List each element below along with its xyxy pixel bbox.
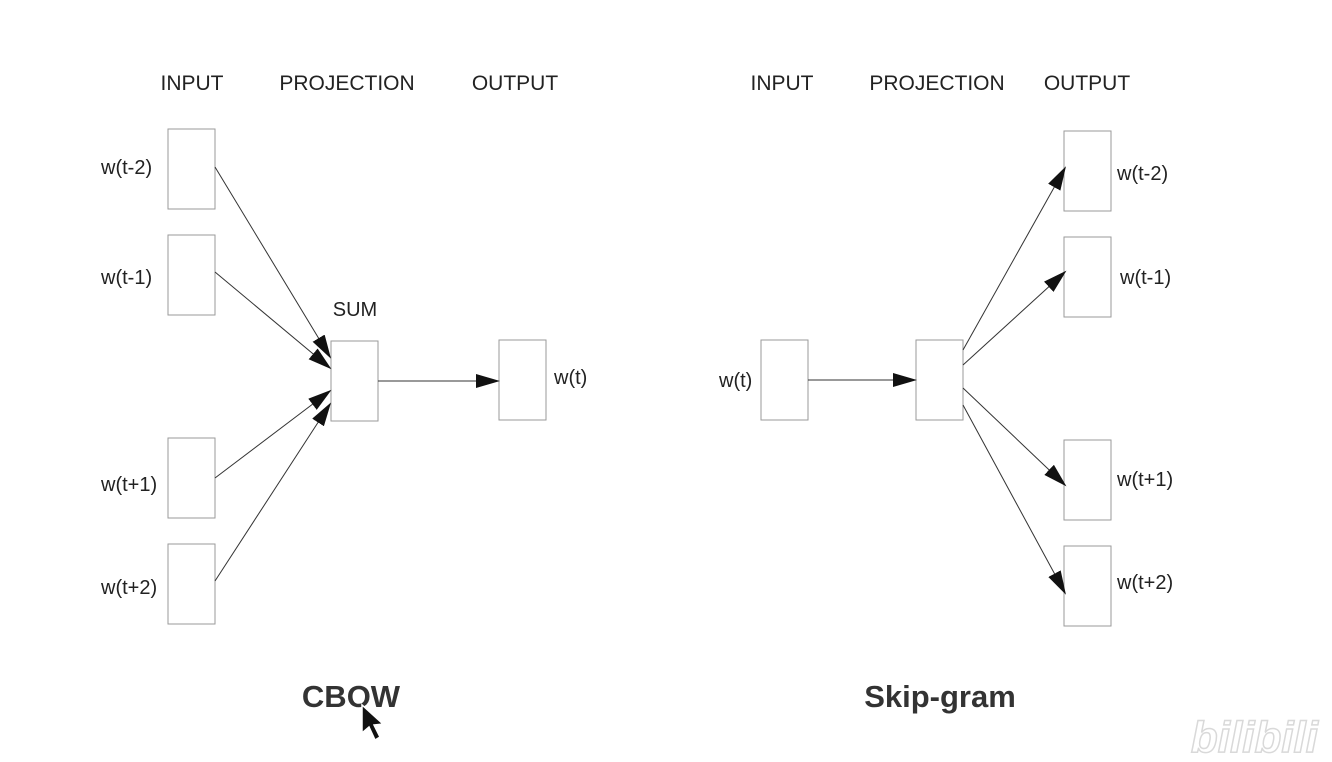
- mouse-pointer-icon: [361, 703, 385, 742]
- cbow-input-box-3: [167, 437, 216, 519]
- cbow-input-box-1: [167, 128, 216, 210]
- skipgram-output-box-3: [1063, 439, 1112, 521]
- skipgram-edge-3: [962, 387, 1067, 487]
- cbow-input-label-1: w(t-2): [100, 157, 152, 179]
- cbow-edge-4: [214, 402, 332, 582]
- skipgram-title: Skip-gram: [864, 679, 1016, 714]
- cbow-input-box-4: [167, 543, 216, 625]
- cbow-output-header: OUTPUT: [472, 72, 559, 95]
- bilibili-watermark: bilibili: [1191, 713, 1319, 762]
- cbow-input-label-2: w(t-1): [100, 267, 152, 289]
- skipgram-output-box-1: [1063, 130, 1112, 212]
- cbow-projection-box: [330, 340, 379, 422]
- cbow-title: CBOW: [302, 679, 401, 714]
- skipgram-edge-2: [962, 270, 1067, 366]
- cbow-input-label-4: w(t+2): [100, 577, 157, 599]
- skipgram-output-box-4: [1063, 545, 1112, 627]
- skipgram-output-label-4: w(t+2): [1116, 572, 1173, 594]
- skipgram-output-label-2: w(t-1): [1119, 267, 1171, 289]
- cbow-input-label-3: w(t+1): [100, 474, 157, 496]
- cbow-input-header: INPUT: [161, 72, 224, 95]
- skipgram-input-label: w(t): [718, 370, 752, 392]
- skipgram-diagram: INPUT PROJECTION OUTPUT w(t) w(t-2) w(t-…: [718, 72, 1173, 714]
- cbow-output-label: w(t): [553, 367, 587, 389]
- skipgram-output-label-1: w(t-2): [1116, 163, 1168, 185]
- skipgram-input-header: INPUT: [751, 72, 814, 95]
- cbow-projection-header: PROJECTION: [279, 72, 414, 95]
- skipgram-input-box: [760, 339, 809, 421]
- skipgram-output-box-2: [1063, 236, 1112, 318]
- skipgram-projection-box: [915, 339, 964, 421]
- cbow-edge-1: [214, 166, 332, 359]
- cbow-diagram: INPUT PROJECTION OUTPUT w(t-2) w(t-1) w(…: [100, 72, 587, 714]
- skipgram-projection-header: PROJECTION: [869, 72, 1004, 95]
- cbow-edge-2: [214, 271, 332, 370]
- cbow-sum-label: SUM: [333, 299, 377, 321]
- skipgram-edge-1: [962, 166, 1066, 351]
- skipgram-output-header: OUTPUT: [1044, 72, 1131, 95]
- cbow-input-box-2: [167, 234, 216, 316]
- skipgram-edge-4: [962, 404, 1066, 595]
- cbow-output-box: [498, 339, 547, 421]
- skipgram-output-label-3: w(t+1): [1116, 469, 1173, 491]
- cbow-edge-3: [214, 389, 332, 479]
